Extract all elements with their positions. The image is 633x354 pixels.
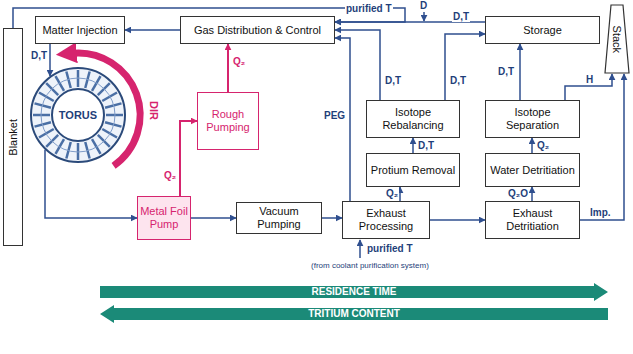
coil-segment	[92, 139, 101, 154]
deuterium-feed-arrow	[423, 12, 425, 21]
flow-label: H	[585, 74, 594, 85]
flow-label: D,T	[30, 50, 48, 61]
flow-connector	[399, 187, 401, 201]
node-text: Rough Pumping	[200, 108, 256, 133]
node-text: Exhaust Detritiation	[488, 207, 577, 232]
node-text: Isotope Rebalancing	[369, 106, 457, 131]
flow-connector	[335, 30, 380, 100]
process-box: Water Detritiation	[485, 153, 580, 187]
process-box: Exhaust Processing	[342, 201, 430, 239]
node-text: Storage	[523, 24, 562, 37]
node-text: Gas Distribution & Control	[194, 24, 321, 37]
process-box: Rough Pumping	[197, 92, 259, 150]
flow-label: Q₂	[163, 170, 177, 181]
node-text: Water Detritiation	[490, 164, 575, 177]
coil-segment	[92, 76, 101, 91]
node-text: TORUS	[57, 109, 99, 122]
node-text: Isotope Separation	[488, 106, 577, 131]
process-box: Protium Removal	[366, 153, 460, 187]
flow-label: PEG	[323, 110, 346, 121]
flow-label: Q₂O	[507, 188, 529, 199]
process-box: Exhaust Detritiation	[485, 201, 580, 239]
flow-label: purified T	[345, 3, 393, 14]
feed-label: D	[419, 0, 428, 11]
coil-segment	[39, 129, 54, 138]
process-box: Gas Distribution & Control	[180, 16, 335, 44]
flow-connector	[49, 44, 51, 76]
flow-label: D,T	[497, 66, 515, 77]
flow-label: D,T	[417, 140, 435, 151]
blanket-box: Blanket	[3, 28, 23, 246]
flow-connector	[180, 121, 197, 196]
node-text: Vacuum Pumping	[239, 205, 319, 230]
torus-symbol: TORUS	[28, 65, 128, 165]
flow-connector	[191, 217, 236, 219]
node-text: Metal Foil Pump	[140, 205, 188, 230]
coil-segment	[102, 129, 117, 138]
flow-label: D,T	[449, 75, 467, 86]
flow-label: Q₂	[232, 56, 246, 67]
process-box: Matter Injection	[35, 16, 125, 44]
flow-connector	[531, 187, 533, 201]
flow-connector	[412, 138, 414, 153]
flow-label: Q₂	[536, 140, 550, 151]
flow-label: D,T	[384, 75, 402, 86]
flow-connector	[519, 44, 521, 100]
flow-label: D,T	[452, 11, 470, 22]
node-text: TRITIUM CONTENT	[308, 308, 400, 320]
flow-connector	[430, 219, 485, 221]
coil-segment	[56, 139, 65, 154]
flow-connector	[445, 34, 485, 100]
node-text: RESIDENCE TIME	[311, 286, 396, 298]
flow-connector	[531, 138, 533, 153]
note-text: (from coolant purification system)	[310, 260, 430, 271]
flow-connector	[125, 29, 180, 31]
coil-segment	[102, 93, 117, 102]
stack-shape: Stack	[604, 4, 630, 74]
node-text: Exhaust Processing	[345, 207, 427, 232]
stack-trapezoid	[605, 5, 629, 73]
storage-box: Storage	[485, 16, 600, 44]
dir-label: DIR	[147, 100, 158, 121]
pump-box: Metal Foil Pump	[137, 196, 191, 240]
flow-connector	[322, 217, 342, 219]
feed-label: purified T	[366, 243, 414, 254]
flow-label: Imp.	[589, 207, 612, 218]
torus-outer-ring	[31, 68, 125, 162]
node-text: Protium Removal	[371, 164, 455, 177]
trend-arrow-band: RESIDENCE TIME	[100, 283, 608, 301]
coolant-feed-arrow	[359, 240, 361, 258]
flow-connector	[565, 74, 612, 100]
flow-connector	[227, 44, 229, 92]
band-arrow-shape	[100, 305, 608, 323]
node-text: Blanket	[7, 119, 20, 156]
flow-label: Q₂	[385, 188, 399, 199]
process-box: Isotope Rebalancing	[366, 100, 460, 138]
coil-segment	[56, 76, 65, 91]
node-text: Stack	[611, 25, 624, 53]
flow-connector	[580, 74, 624, 220]
process-box: Isotope Separation	[485, 100, 580, 138]
torus-inner-ring	[52, 89, 104, 141]
process-box: Vacuum Pumping	[236, 202, 322, 234]
torus-mid-ring	[41, 78, 115, 152]
band-arrow-shape	[100, 283, 608, 301]
node-text: Matter Injection	[42, 24, 117, 37]
trend-arrow-band: TRITIUM CONTENT	[100, 305, 608, 323]
coil-segment	[39, 93, 54, 102]
